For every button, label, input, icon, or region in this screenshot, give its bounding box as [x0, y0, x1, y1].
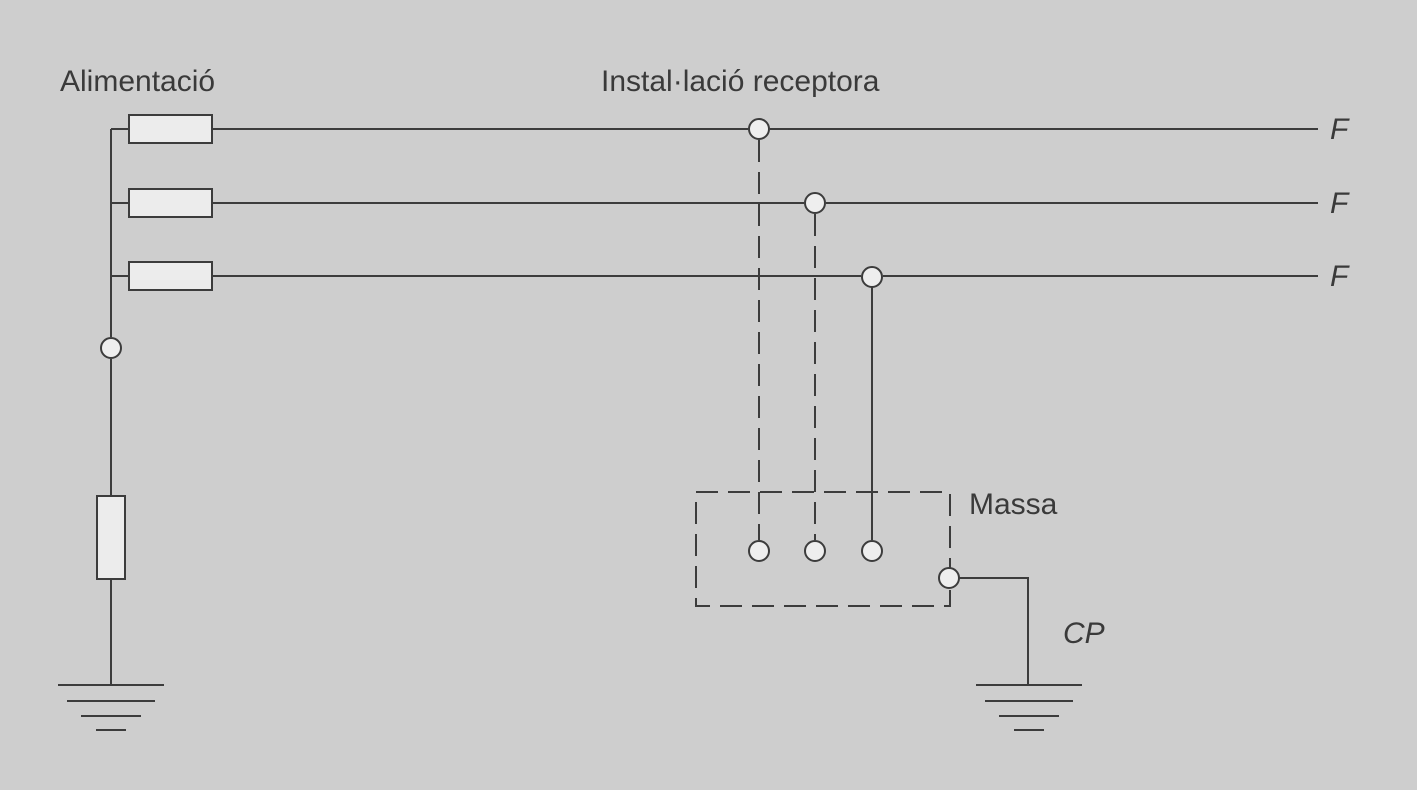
mass-enclosure	[695, 491, 951, 607]
neutral-node	[100, 337, 122, 359]
mass-earth-terminal	[938, 567, 960, 589]
phase-1-winding	[128, 114, 213, 144]
mass-terminal-2	[804, 540, 826, 562]
protective-conductor	[959, 577, 1029, 685]
supply-ground-icon	[58, 684, 164, 731]
mass-terminal-1	[748, 540, 770, 562]
installation-label: Instal·lació receptora	[601, 65, 880, 98]
installation-ground-icon	[976, 684, 1082, 731]
phase-1-junction	[748, 118, 770, 140]
phase-line-2	[111, 188, 1318, 218]
phase-label-2: F	[1330, 187, 1350, 220]
mass-label: Massa	[969, 488, 1058, 521]
phase-2-junction	[804, 192, 826, 214]
phase-3-junction	[861, 266, 883, 288]
phase-line-1	[111, 114, 1318, 144]
phase-3-winding	[128, 261, 213, 291]
mass-terminal-3	[861, 540, 883, 562]
phase-label-1: F	[1330, 113, 1350, 146]
earth-resistor	[96, 495, 126, 580]
protective-conductor-label: CP	[1063, 617, 1105, 650]
phase-2-winding	[128, 188, 213, 218]
supply-label: Alimentació	[60, 65, 215, 98]
phase-label-3: F	[1330, 260, 1350, 293]
phase-line-3	[111, 261, 1318, 291]
